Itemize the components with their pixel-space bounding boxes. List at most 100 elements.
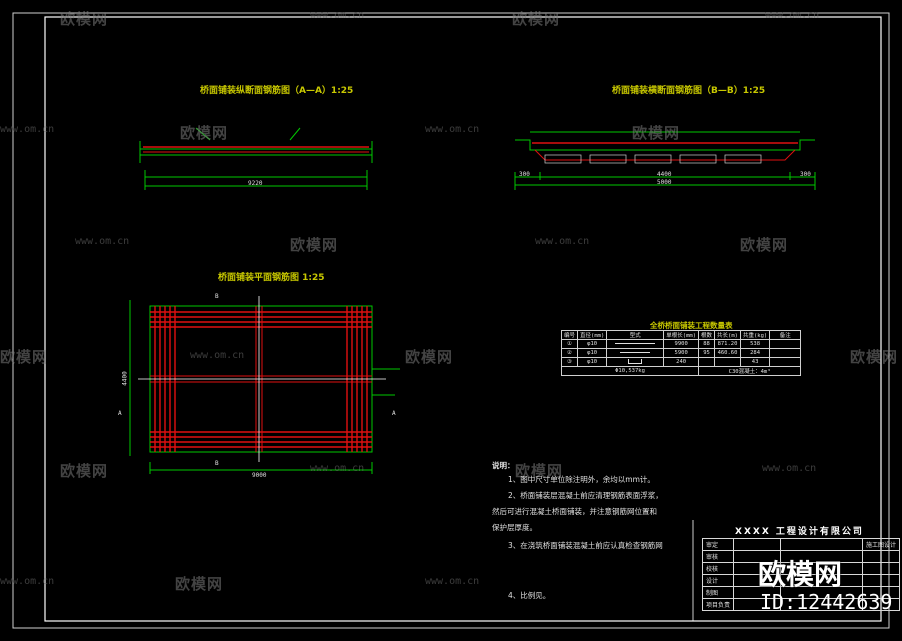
watermark-url: www.om.cn [310, 463, 365, 474]
watermark-url: www.om.cn [0, 124, 55, 135]
title-block-row: 设计 [701, 574, 901, 587]
title-block-row: 审核 [701, 550, 901, 563]
rebar-shape-icon [620, 352, 651, 353]
table-cell [769, 339, 802, 349]
section-mark-b: B [215, 293, 219, 300]
watermark-url: www.om.cn [425, 576, 480, 587]
watermark-brand: 欧模网 [60, 10, 109, 28]
v2-total-dimension: 5000 [657, 179, 672, 186]
notes-heading: 说明： [492, 461, 515, 470]
note-line: 1、图中尺寸单位除注明外，余均以mm计。 [508, 475, 655, 484]
table-cell: ③ [560, 357, 579, 367]
watermark-url: www.om.cn [765, 10, 820, 21]
table-cell: 43 [739, 357, 771, 367]
watermark-url: www.om.cn [0, 576, 55, 587]
table-cell [769, 357, 802, 367]
title-block-row: 项目负责 [701, 598, 901, 611]
outer-frame [12, 12, 890, 629]
title-block-label: 制图 [701, 586, 735, 599]
watermark-brand: 欧模网 [632, 124, 681, 142]
table-cell [698, 357, 716, 367]
quantity-table: 编号 直径(mm) 型式 单根长(mm) 根数 共长(m) 共重(kg) 备注 … [560, 330, 802, 376]
title-block-label: 审定 [701, 538, 735, 551]
section-mark-a: A [392, 410, 396, 417]
table-cell [606, 339, 665, 349]
table-cell: 9900 [663, 339, 700, 349]
view3-title: 桥面铺装平面钢筋图 1:25 [218, 273, 325, 283]
table-cell [606, 348, 665, 358]
v2-left-dimension: 300 [519, 171, 530, 178]
table-header-row: 编号 直径(mm) 型式 单根长(mm) 根数 共长(m) 共重(kg) 备注 [560, 330, 802, 340]
watermark-brand: 欧模网 [850, 348, 899, 366]
table-row: ② φ10 5900 95 460.60 284 [560, 348, 802, 358]
rebar-hook-icon [628, 359, 643, 364]
note-line: 4、比例见。 [508, 591, 551, 600]
watermark-brand: 欧模网 [175, 575, 224, 593]
section-mark-a: A [118, 410, 122, 417]
watermark-brand: 欧模网 [740, 236, 789, 254]
table-cell: ② [560, 348, 579, 358]
table-cell [606, 357, 665, 367]
watermark-url: www.om.cn [190, 350, 245, 361]
table-cell: 460.60 [714, 348, 741, 358]
table-cell: 5900 [663, 348, 700, 358]
table-header-cell: 共长(m) [714, 330, 741, 340]
view2-title: 桥面铺装横断面钢筋图（B—B）1:25 [612, 86, 766, 96]
title-block-label: 设计 [701, 574, 735, 587]
table-summary-right: C30混凝土：4m³ [698, 366, 802, 376]
watermark-brand: 欧模网 [290, 236, 339, 254]
table-cell: φ10 [577, 339, 608, 349]
watermark-brand: 欧模网 [512, 10, 561, 28]
note-line: 3、在浇筑桥面铺装混凝土前应认真检查钢筋网 [508, 541, 663, 550]
table-header-cell: 编号 [560, 330, 579, 340]
v1-total-dimension: 9220 [248, 180, 263, 187]
watermark-brand: 欧模网 [0, 348, 49, 366]
table-header-cell: 型式 [606, 330, 665, 340]
brand-watermark: 欧模网 [758, 558, 843, 591]
table-summary-row: Φ10,537kg C30混凝土：4m³ [560, 366, 802, 376]
table-cell: 240 [663, 357, 700, 367]
table-header-cell: 共重(kg) [739, 330, 771, 340]
title-block-label: 审核 [701, 550, 735, 563]
view-plan [129, 296, 400, 474]
view1-title: 桥面铺装纵断面钢筋图（A—A）1:25 [200, 86, 354, 96]
v2-right-dimension: 300 [800, 171, 811, 178]
design-stage: 施工图设计 [862, 538, 901, 551]
watermark-url: www.om.cn [425, 124, 480, 135]
v3-height-dimension: 4400 [121, 371, 129, 386]
title-block-label: 项目负责 [701, 598, 735, 611]
table-row: ③ φ10 240 43 [560, 357, 802, 367]
table-cell: 88 [698, 339, 716, 349]
note-line: 然后可进行混凝土桥面铺装，并注意钢筋网位置和 [492, 507, 657, 516]
note-line: 保护层厚度。 [492, 523, 537, 532]
watermark-url: www.om.cn [310, 10, 365, 21]
watermark-url: www.om.cn [762, 463, 817, 474]
view-cross-section [514, 131, 816, 190]
table-summary-left: Φ10,537kg [560, 366, 700, 376]
watermark-brand: 欧模网 [515, 462, 564, 480]
table-cell: φ10 [577, 357, 608, 367]
view-longitudinal-section [139, 127, 373, 190]
watermark-url: www.om.cn [75, 236, 130, 247]
table-title: 全桥桥面铺装工程数量表 [650, 321, 733, 330]
v2-mid-dimension: 4400 [657, 171, 672, 178]
table-row: ① φ10 9900 88 871.20 538 [560, 339, 802, 349]
watermark-brand: 欧模网 [405, 348, 454, 366]
watermark-url: www.om.cn [535, 236, 590, 247]
section-mark-b: B [215, 460, 219, 467]
table-cell: φ10 [577, 348, 608, 358]
table-cell: 95 [698, 348, 716, 358]
rebar-shape-icon [615, 343, 656, 344]
table-cell: 538 [739, 339, 771, 349]
inner-frame [44, 16, 882, 622]
brand-id: ID:12442639 [760, 590, 893, 614]
table-header-cell: 根数 [698, 330, 716, 340]
table-cell: 284 [739, 348, 771, 358]
title-block-table: 审定 施工图设计 审核 校核 设计 制图 项目负责 [701, 538, 901, 611]
table-cell [769, 348, 802, 358]
title-block-row: 校核 [701, 562, 901, 575]
note-line: 2、桥面铺装层混凝土前应清理钢筋表面浮浆， [508, 491, 663, 500]
table-header-cell: 备注 [769, 330, 802, 340]
watermark-brand: 欧模网 [60, 462, 109, 480]
